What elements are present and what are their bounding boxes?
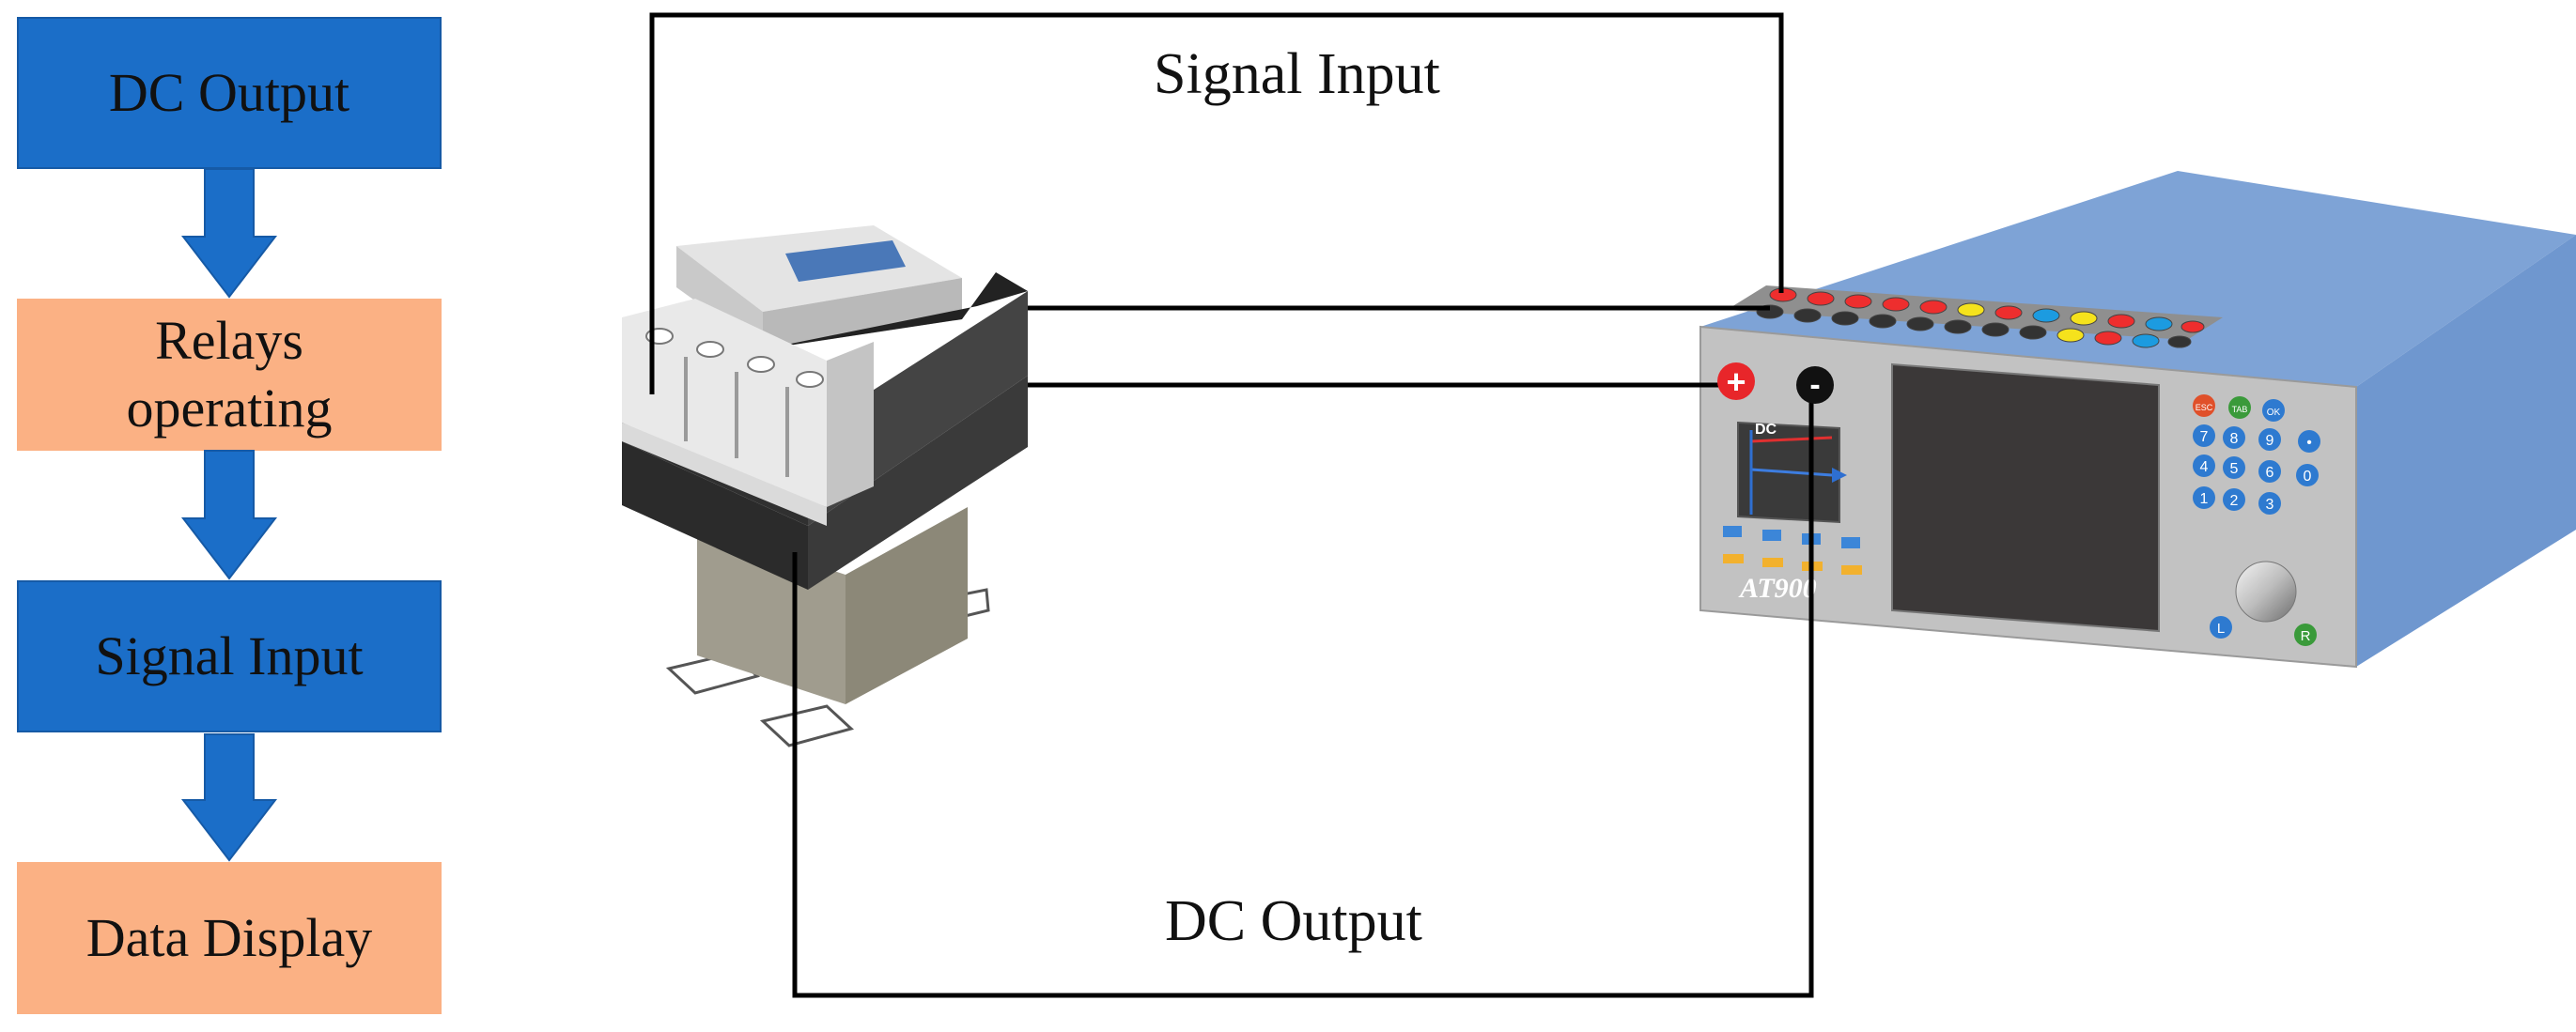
small-display-label: DC xyxy=(1755,422,1777,438)
wire-dc-negative xyxy=(792,385,1814,998)
flow-step-signal-input: Signal Input xyxy=(17,580,442,732)
svg-text:+: + xyxy=(1726,362,1746,401)
svg-text:-: - xyxy=(1809,367,1820,403)
relay-illustration xyxy=(622,225,1028,747)
flow-arrow-1 xyxy=(180,168,278,299)
wires xyxy=(649,12,1814,998)
wire-label-signal-input: Signal Input xyxy=(1154,42,1440,106)
svg-text:•: • xyxy=(2306,435,2312,451)
svg-text:2: 2 xyxy=(2230,493,2239,509)
flow-step-relays-operating: Relays operating xyxy=(17,299,442,451)
rotary-knob xyxy=(2235,561,2297,623)
svg-text:8: 8 xyxy=(2230,431,2239,447)
instrument-model-label: AT900 xyxy=(1738,573,1817,604)
svg-text:OK: OK xyxy=(2267,408,2281,418)
svg-text:1: 1 xyxy=(2200,491,2209,507)
terminal-plus: + xyxy=(1717,362,1755,401)
knob-label-right: R xyxy=(2301,628,2311,644)
svg-text:ESC: ESC xyxy=(2196,403,2213,412)
keypad: ESC TAB OK 7 8 9 4 5 6 1 2 3 • xyxy=(2193,394,2320,515)
flow-step-label: Data Display xyxy=(85,906,373,968)
wire-label-dc-output: DC Output xyxy=(1165,889,1422,953)
flow-step-data-display: Data Display xyxy=(17,862,442,1014)
flow-step-label: DC Output xyxy=(108,61,350,123)
flow-step-dc-output: DC Output xyxy=(17,17,442,169)
flow-arrow-3 xyxy=(180,733,278,862)
svg-text:0: 0 xyxy=(2304,469,2312,485)
svg-text:3: 3 xyxy=(2266,497,2274,513)
test-instrument: DC AT900 ESC TAB OK 7 8 xyxy=(1699,171,2576,669)
svg-text:5: 5 xyxy=(2230,461,2239,477)
svg-text:6: 6 xyxy=(2266,465,2274,481)
svg-text:9: 9 xyxy=(2266,433,2274,449)
flow-step-label: Relays operating xyxy=(126,309,333,439)
svg-text:4: 4 xyxy=(2200,459,2209,475)
terminal-minus: - xyxy=(1796,366,1834,404)
svg-text:7: 7 xyxy=(2200,429,2209,445)
main-display xyxy=(1891,362,2160,633)
svg-text:TAB: TAB xyxy=(2232,405,2248,414)
flow-arrow-2 xyxy=(180,450,278,580)
knob-label-left: L xyxy=(2217,621,2225,637)
instrument-top-panel xyxy=(1700,171,2576,387)
wire-signal-input-top xyxy=(649,12,1784,394)
terminal-strip xyxy=(1756,287,2205,348)
flow-step-label: Signal Input xyxy=(95,624,364,686)
instrument-side-panel xyxy=(2356,235,2576,667)
